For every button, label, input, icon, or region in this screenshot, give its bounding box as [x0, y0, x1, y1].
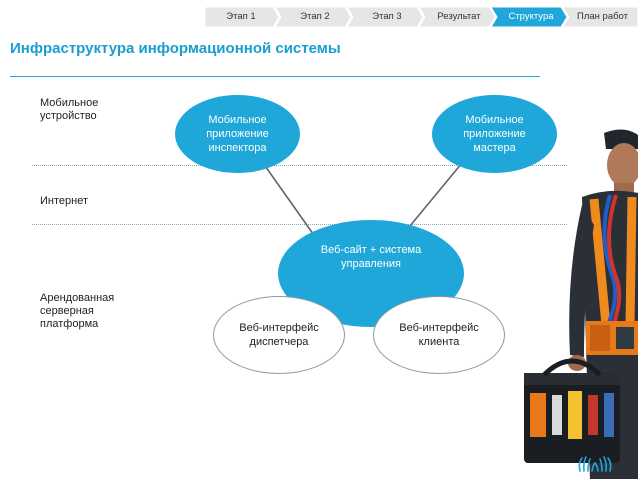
- step-1-arrow: [205, 7, 280, 27]
- step-5-arrow: [490, 7, 568, 27]
- link-inspector-website: [262, 162, 317, 239]
- link-master-website: [404, 162, 463, 233]
- node-master-app: Мобильное приложение мастера: [432, 95, 557, 173]
- hands-logo-icon: [578, 456, 612, 472]
- node-dispatcher-ui: Веб-интерфейс диспетчера: [213, 296, 345, 374]
- worker-illustration: [524, 129, 638, 479]
- node-inspector-app: Мобильное приложение инспектора: [175, 95, 300, 173]
- separator-internet-server: [32, 224, 567, 225]
- step-result[interactable]: Результат: [437, 11, 481, 22]
- step-3-arrow: [346, 7, 424, 27]
- step-arrows: [205, 7, 638, 27]
- step-navigation: Этап 1 Этап 2 Этап 3 Результат Структура…: [205, 7, 638, 27]
- step-2-arrow: [274, 7, 352, 27]
- page-title: Инфраструктура информационной системы: [10, 40, 341, 57]
- step-1[interactable]: Этап 1: [226, 11, 256, 22]
- zone-label-internet: Интернет: [40, 195, 88, 207]
- step-structure[interactable]: Структура: [508, 11, 554, 22]
- step-3[interactable]: Этап 3: [372, 11, 402, 22]
- zone-label-mobile: Мобильное устройство: [40, 97, 99, 122]
- step-6-arrow: [562, 7, 638, 27]
- node-website-label: Веб-сайт + система управления: [320, 243, 422, 270]
- node-client-ui: Веб-интерфейс клиента: [373, 296, 505, 374]
- separator-mobile-internet: [32, 165, 567, 166]
- step-work-plan[interactable]: План работ: [577, 11, 628, 22]
- step-4-arrow: [418, 7, 496, 27]
- zone-label-server: Арендованная серверная платформа: [40, 292, 115, 330]
- step-2[interactable]: Этап 2: [300, 11, 330, 22]
- title-rule: [10, 76, 540, 77]
